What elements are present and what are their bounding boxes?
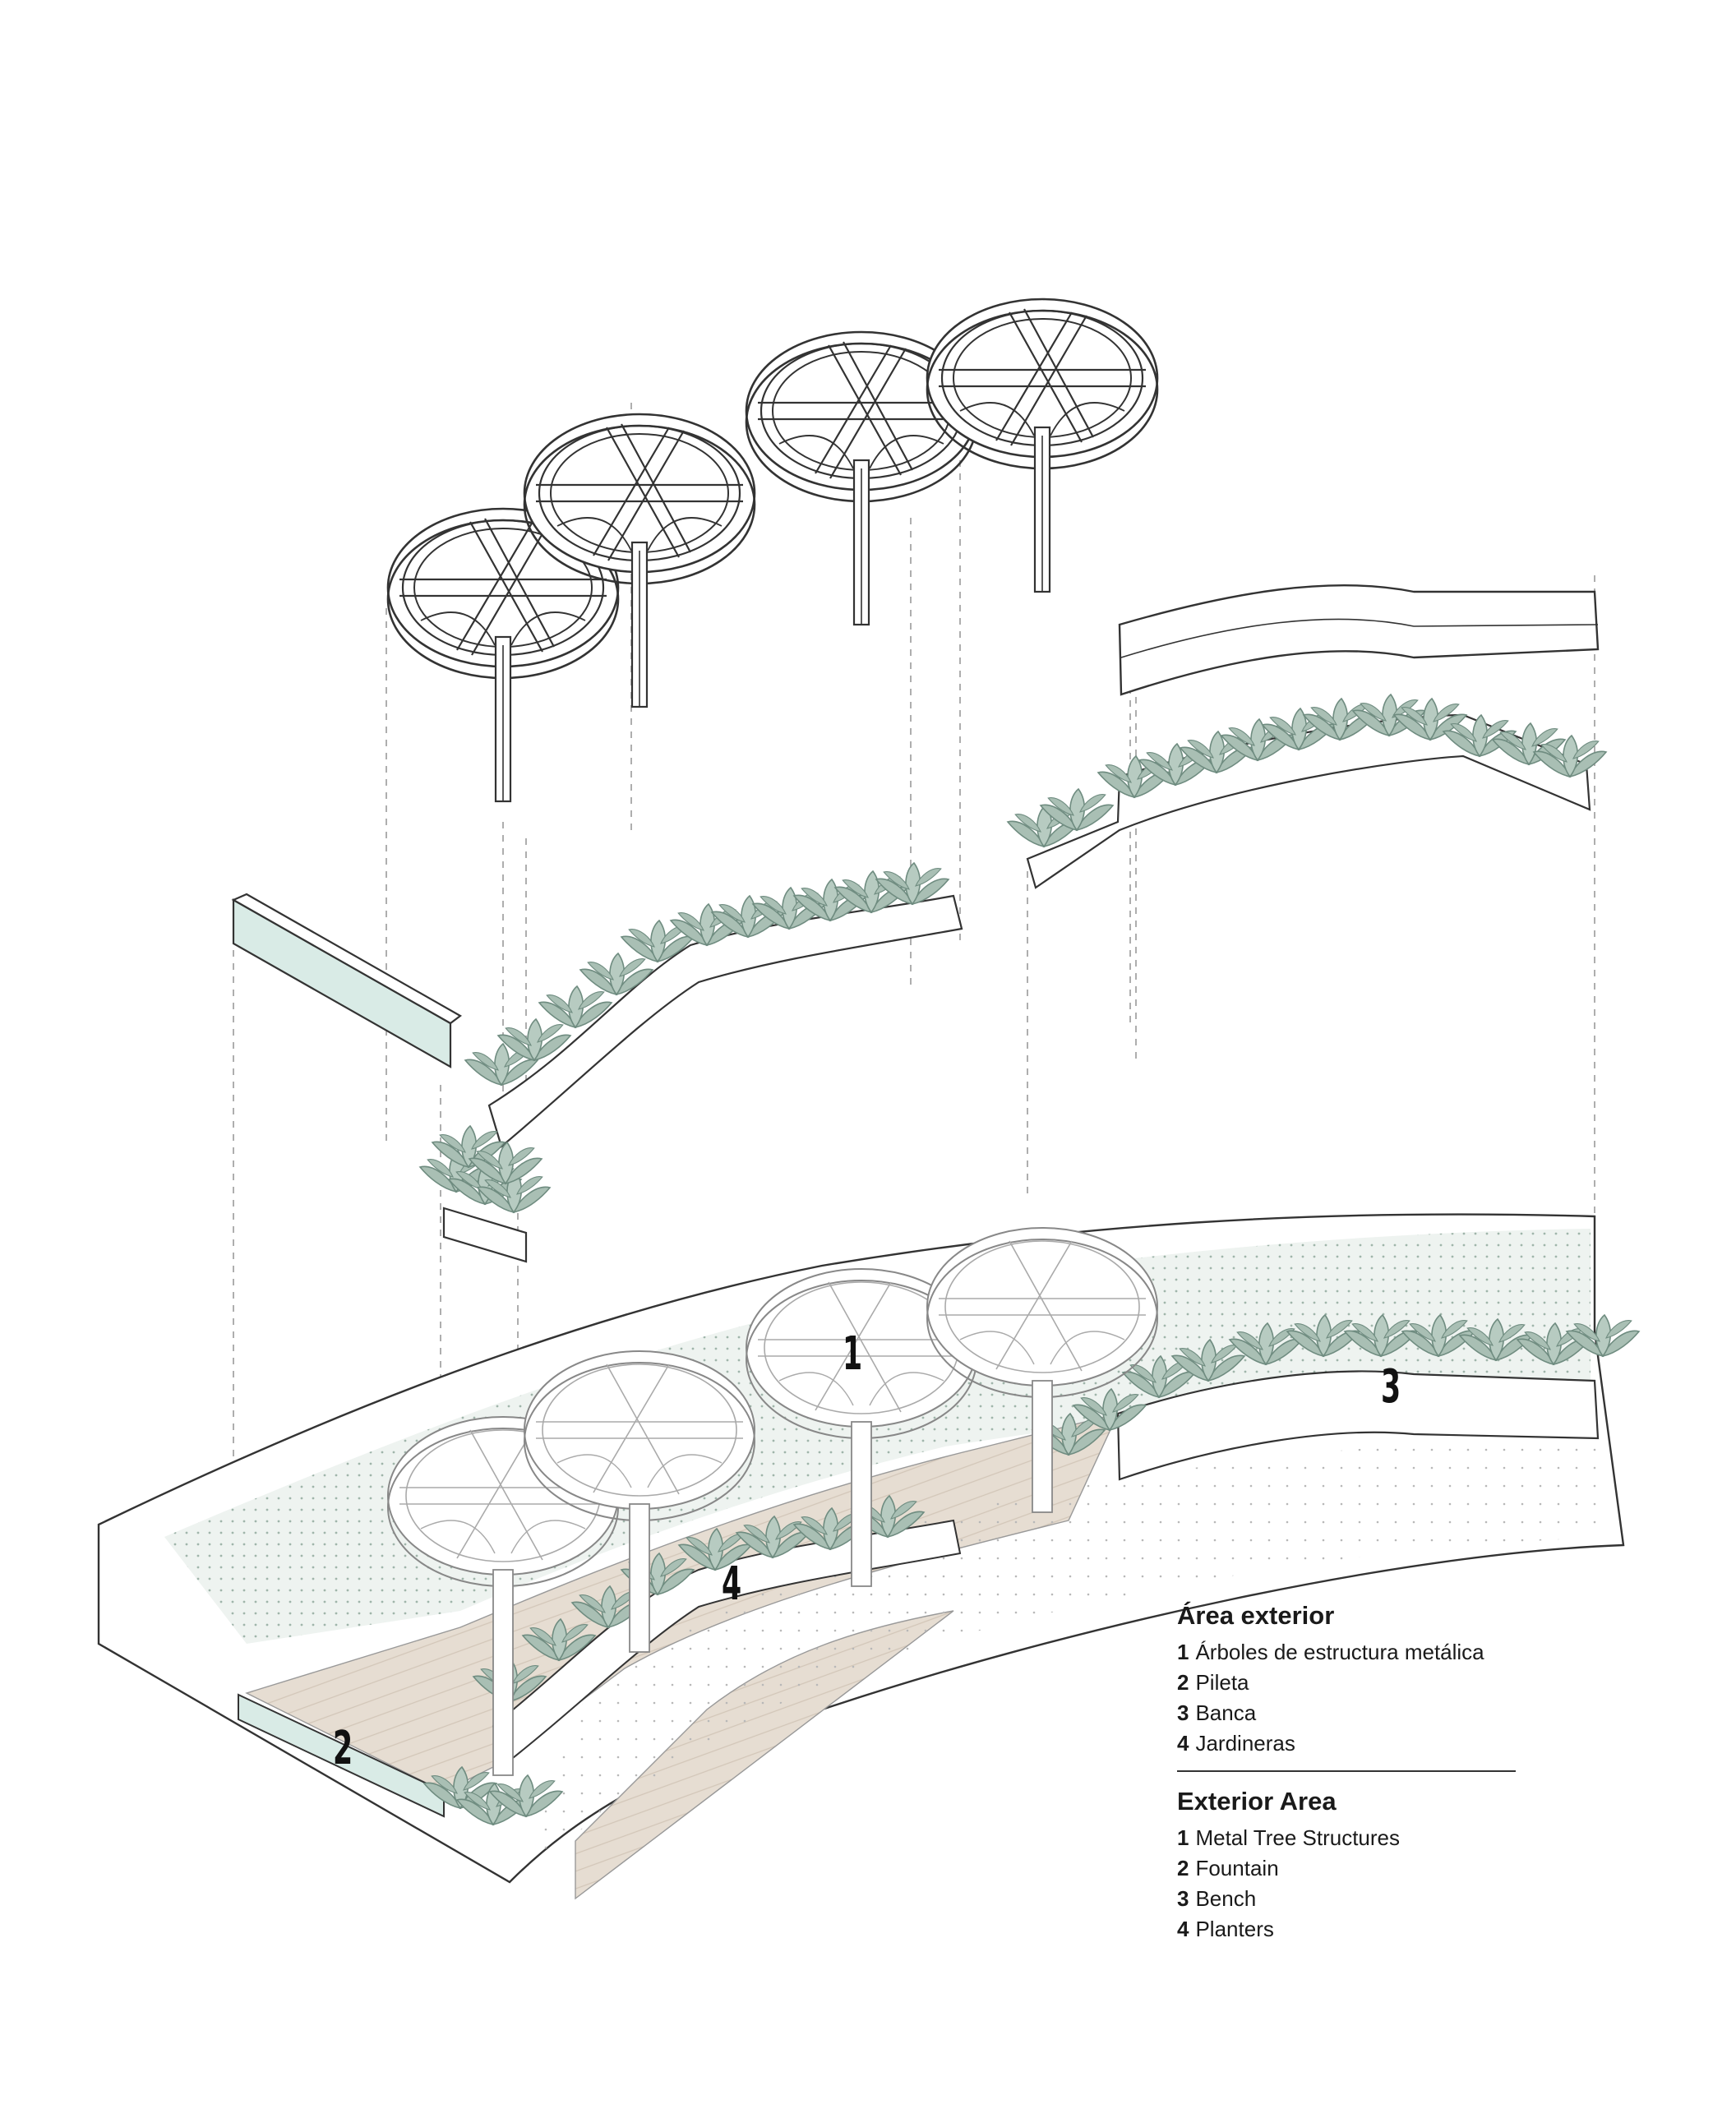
- ground-assembly: [97, 1213, 1639, 1900]
- legend-num: 4: [1177, 1731, 1189, 1756]
- metal-tree-structure: [926, 298, 1159, 593]
- callout-2-fountain: 2: [333, 1722, 353, 1775]
- exploded-planter-right: [1008, 694, 1606, 889]
- callout-3-bench: 3: [1381, 1360, 1401, 1414]
- legend-num: 2: [1177, 1856, 1189, 1880]
- legend-divider: [1177, 1770, 1516, 1772]
- exploded-fountain: [231, 893, 463, 1068]
- legend-num: 1: [1177, 1825, 1189, 1850]
- legend-label: Árboles de estructura metálica: [1195, 1640, 1484, 1664]
- legend-num: 1: [1177, 1640, 1189, 1664]
- legend-label: Jardineras: [1195, 1731, 1295, 1756]
- exploded-bench: [1118, 584, 1600, 696]
- legend-num: 2: [1177, 1670, 1189, 1695]
- legend-num: 3: [1177, 1700, 1189, 1725]
- legend-num: 4: [1177, 1917, 1189, 1941]
- legend-title-en: Exterior Area: [1177, 1787, 1337, 1816]
- exploded-planter-small: [420, 1126, 550, 1263]
- legend-label: Banca: [1195, 1700, 1257, 1725]
- callout-4-planters: 4: [722, 1557, 742, 1611]
- legend-label: Pileta: [1195, 1670, 1249, 1695]
- legend-label: Metal Tree Structures: [1195, 1825, 1401, 1850]
- legend-label: Fountain: [1195, 1856, 1279, 1880]
- legend-num: 3: [1177, 1886, 1189, 1911]
- exploded-planter-middle: [465, 863, 963, 1148]
- legend-label: Bench: [1195, 1886, 1257, 1911]
- legend-title-es: Área exterior: [1177, 1601, 1335, 1630]
- legend-label: Planters: [1195, 1917, 1274, 1941]
- callout-1-trees: 1: [843, 1327, 863, 1381]
- metal-tree-structure: [523, 413, 756, 708]
